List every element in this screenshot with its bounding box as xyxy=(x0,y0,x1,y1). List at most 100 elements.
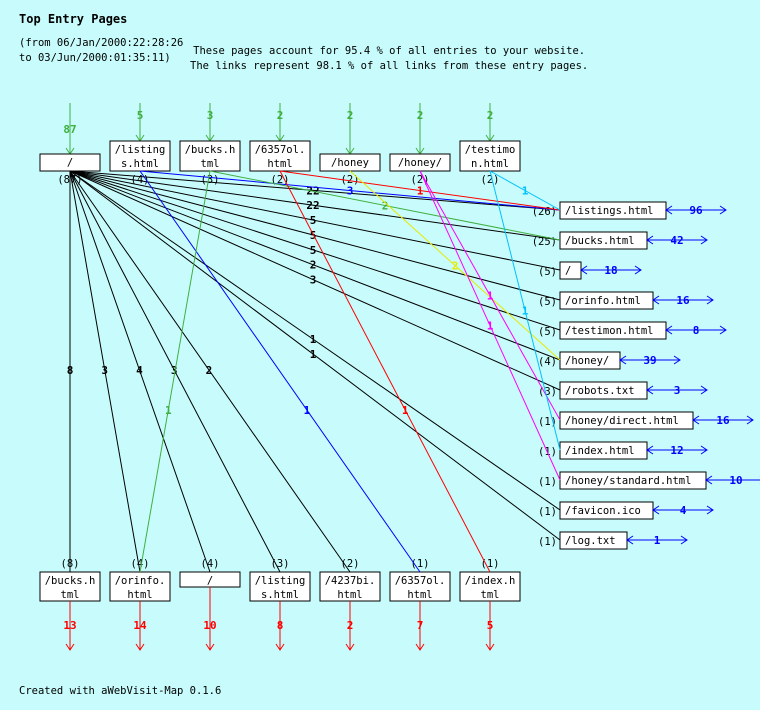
page-node-visits: (5) xyxy=(538,296,557,308)
onward-count-label: 4 xyxy=(680,504,687,517)
link-line xyxy=(419,170,561,421)
exit-node-box xyxy=(459,571,521,602)
entry-count-label: 2 xyxy=(487,109,494,122)
page-node-label: / xyxy=(565,265,571,277)
entry-node-label: tml xyxy=(201,158,220,170)
exit-count-label: 5 xyxy=(487,619,494,632)
link-line xyxy=(139,170,561,211)
link-count-label: 3 xyxy=(310,274,317,287)
link-count-label: 2 xyxy=(382,200,389,213)
link-count-label: 3 xyxy=(101,364,108,377)
link-line xyxy=(69,170,561,241)
exit-node-visits: (4) xyxy=(201,558,220,570)
exit-node-visits: (1) xyxy=(411,558,430,570)
exit-node-label: s.html xyxy=(261,589,299,601)
entry-node-visits: (3) xyxy=(201,174,220,186)
entry-node-label: / xyxy=(67,157,73,169)
onward-count-label: 3 xyxy=(674,384,681,397)
exit-arrow-icon xyxy=(485,643,495,651)
onward-arrow-right-icon xyxy=(706,295,714,305)
onward-count-label: 39 xyxy=(643,354,656,367)
onward-arrow-left-icon xyxy=(646,445,654,455)
page-node-visits: (1) xyxy=(538,476,557,488)
onward-count-label: 12 xyxy=(670,444,683,457)
exit-arrow-icon xyxy=(205,643,215,651)
page-node-label: /favicon.ico xyxy=(565,505,641,517)
onward-arrow-left-icon xyxy=(665,325,673,335)
link-line xyxy=(69,170,561,361)
page-node-visits: (4) xyxy=(538,356,557,368)
date-range-to: to 03/Jun/2000:01:35:11) xyxy=(19,52,171,64)
link-count-label: 5 xyxy=(310,229,317,242)
page-title: Top Entry Pages xyxy=(19,12,128,26)
link-count-label: 1 xyxy=(417,185,424,198)
link-line xyxy=(69,170,211,573)
onward-arrow-left-icon xyxy=(652,295,660,305)
exit-node-visits: (4) xyxy=(131,558,150,570)
onward-count-label: 96 xyxy=(689,204,703,217)
exit-node-label: /6357ol. xyxy=(395,575,446,587)
onward-count-label: 8 xyxy=(693,324,700,337)
exit-arrow-icon xyxy=(345,643,355,651)
exit-count-label: 2 xyxy=(347,619,354,632)
onward-arrow-right-icon xyxy=(700,385,708,395)
exit-node-label: tml xyxy=(481,589,500,601)
page-node-label: /honey/ xyxy=(565,355,609,367)
entry-node-label: s.html xyxy=(121,158,159,170)
exit-node-label: html xyxy=(127,589,152,601)
link-line xyxy=(489,170,561,451)
entry-count-label: 2 xyxy=(277,109,284,122)
onward-arrow-right-icon xyxy=(719,205,727,215)
entry-node-visits: (2) xyxy=(271,174,290,186)
exit-node-label: html xyxy=(407,589,432,601)
page-node-label: /testimon.html xyxy=(565,325,654,337)
onward-arrow-left-icon xyxy=(692,415,700,425)
link-count-label: 1 xyxy=(310,333,317,346)
exit-node-label: /listing xyxy=(255,575,306,587)
link-count-label: 3 xyxy=(171,364,178,377)
onward-arrow-right-icon xyxy=(706,505,714,515)
exit-node-visits: (1) xyxy=(481,558,500,570)
link-count-label: 1 xyxy=(402,404,409,417)
link-line xyxy=(349,170,561,361)
link-count-label: 1 xyxy=(310,348,317,361)
page-node-label: /honey/standard.html xyxy=(565,475,691,487)
page-node-visits: (5) xyxy=(538,326,557,338)
link-line xyxy=(139,170,211,573)
link-count-label: 2 xyxy=(206,364,213,377)
onward-count-label: 16 xyxy=(676,294,690,307)
exit-arrow-icon xyxy=(275,643,285,651)
link-line xyxy=(69,170,141,573)
onward-arrow-right-icon xyxy=(719,325,727,335)
page-node-label: /honey/direct.html xyxy=(565,415,679,427)
onward-arrow-right-icon xyxy=(700,445,708,455)
exit-node-label: /bucks.h xyxy=(45,575,96,587)
exit-node-visits: (2) xyxy=(341,558,360,570)
exit-node-label: /orinfo. xyxy=(115,575,166,587)
link-count-label: 1 xyxy=(165,404,172,417)
exit-node-label: html xyxy=(337,589,362,601)
onward-arrow-left-icon xyxy=(580,265,588,275)
entry-node-label: html xyxy=(267,158,292,170)
link-count-label: 3 xyxy=(347,185,354,198)
exit-arrow-icon xyxy=(135,643,145,651)
link-count-label: 1 xyxy=(487,290,494,303)
onward-arrow-left-icon xyxy=(619,355,627,365)
entry-node-box xyxy=(179,140,241,172)
onward-arrow-right-icon xyxy=(700,235,708,245)
link-count-label: 5 xyxy=(310,244,317,257)
link-line xyxy=(69,170,561,211)
summary: These pages account for 95.4 % of all en… xyxy=(190,44,588,74)
footer-credit: Created with aWebVisit-Map 0.1.6 xyxy=(19,685,222,697)
link-line xyxy=(139,170,421,573)
exit-count-label: 14 xyxy=(133,619,147,632)
onward-arrow-left-icon xyxy=(652,505,660,515)
exit-count-label: 13 xyxy=(63,619,76,632)
link-line xyxy=(279,170,491,573)
summary-entries: These pages account for 95.4 % of all en… xyxy=(193,45,586,57)
entry-count-label: 2 xyxy=(417,109,424,122)
onward-arrow-left-icon xyxy=(705,475,713,485)
link-line xyxy=(69,170,561,541)
exit-node-box xyxy=(389,571,451,602)
